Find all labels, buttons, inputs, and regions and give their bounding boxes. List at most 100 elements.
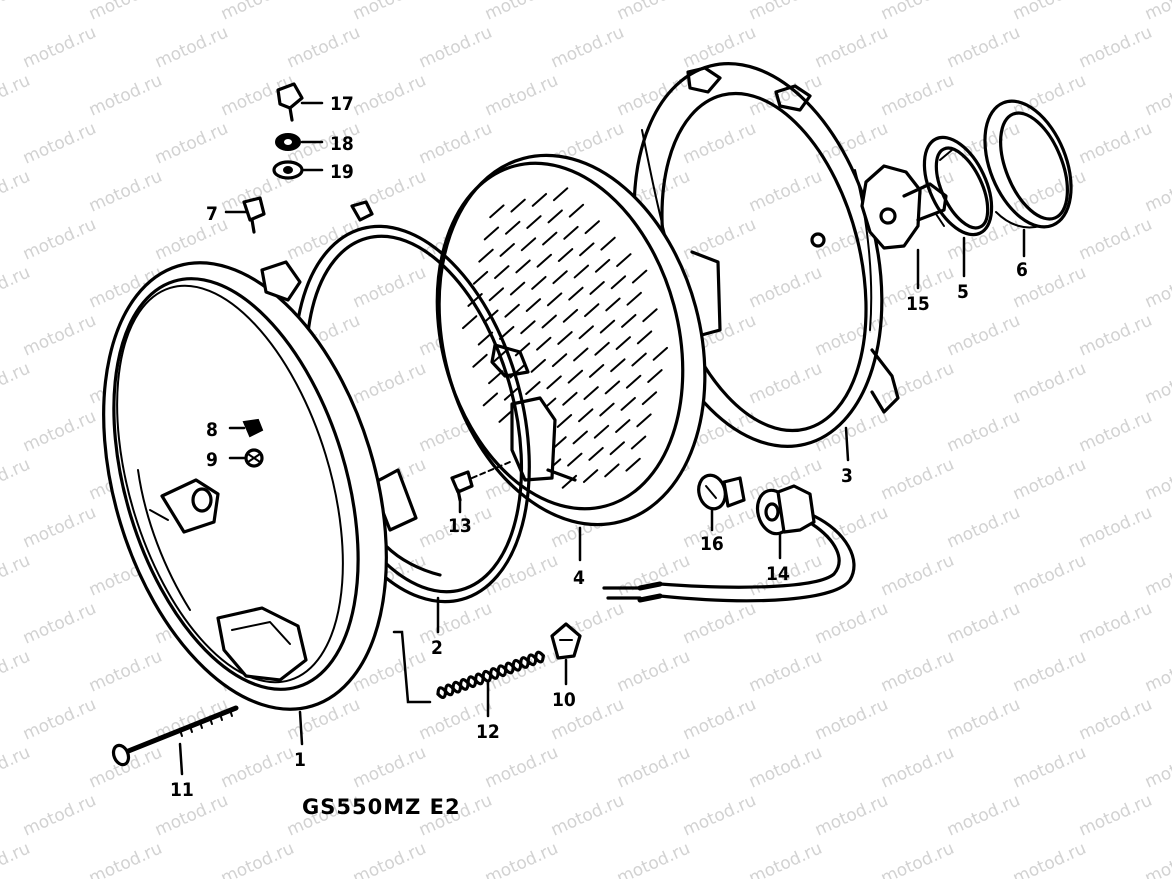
watermark-text: motod.ru <box>20 599 99 649</box>
lens-flute <box>514 342 531 357</box>
watermark-text: motod.ru <box>548 791 627 841</box>
watermark-text: motod.ru <box>350 263 429 313</box>
lens-flute <box>562 308 579 323</box>
lens-flute <box>536 253 552 268</box>
watermark-text: motod.ru <box>746 743 825 793</box>
watermark-text: motod.ru <box>416 23 495 73</box>
lens-flute <box>579 242 595 257</box>
rubber-cover-part-6 <box>983 99 1073 229</box>
watermark-text: motod.ru <box>1076 23 1155 73</box>
lens-flute <box>642 308 658 323</box>
lens-flute <box>600 236 616 251</box>
watermark-text: motod.ru <box>1010 647 1089 697</box>
watermark-text: motod.ru <box>482 743 561 793</box>
callout-7: 7 <box>206 203 218 225</box>
watermark-text: motod.ru <box>812 407 891 457</box>
lens-flute <box>567 452 583 467</box>
lens-flute <box>588 446 604 461</box>
washer-part-19 <box>272 160 324 180</box>
lens-flute <box>461 315 478 330</box>
watermark-text: motod.ru <box>680 791 759 841</box>
callout-15: 15 <box>906 293 930 315</box>
watermark-text: motod.ru <box>350 359 429 409</box>
watermark-text: motod.ru <box>86 0 165 25</box>
callout-19: 19 <box>330 161 354 183</box>
lens-flute <box>515 259 531 274</box>
watermark-text: motod.ru <box>20 119 99 169</box>
lens-flute <box>557 331 573 345</box>
watermark-text: motod.ru <box>20 503 99 553</box>
nut-part-10 <box>550 622 582 660</box>
watermark-text: motod.ru <box>1142 71 1172 121</box>
watermark-text: motod.ru <box>416 599 495 649</box>
lens-flute <box>594 258 611 273</box>
lens-flute <box>584 303 600 318</box>
watermark-text: motod.ru <box>0 551 33 601</box>
watermark-text: motod.ru <box>218 743 297 793</box>
watermark-text: motod.ru <box>812 503 891 553</box>
lens-flute <box>563 225 579 240</box>
lens-flute <box>546 375 562 390</box>
watermark-text: motod.ru <box>680 695 759 745</box>
watermark-text: motod.ru <box>878 647 957 697</box>
lens-flute <box>616 253 632 268</box>
lens-flute <box>578 325 594 340</box>
watermark-text: motod.ru <box>350 0 429 25</box>
watermark-text: motod.ru <box>20 695 99 745</box>
lens-flute <box>489 204 505 219</box>
lens-flute <box>582 469 599 484</box>
watermark-text: motod.ru <box>614 743 693 793</box>
lens-flute <box>610 358 626 373</box>
watermark-text: motod.ru <box>152 215 231 265</box>
lens-flute <box>531 192 548 207</box>
watermark-text: motod.ru <box>614 647 693 697</box>
screw-part-8 <box>228 418 264 438</box>
lens-flute <box>520 237 537 252</box>
watermark-text: motod.ru <box>878 743 957 793</box>
watermark-text: motod.ru <box>86 647 165 697</box>
watermark-text: motod.ru <box>152 23 231 73</box>
watermark-text: motod.ru <box>1142 167 1172 217</box>
lens-flute <box>478 248 494 263</box>
callout-numbers: 1 2 3 4 5 6 7 8 9 10 11 12 13 14 15 16 1… <box>170 93 1028 801</box>
watermark-text: motod.ru <box>1076 215 1155 265</box>
model-label: GS550MZ E2 <box>302 795 461 819</box>
lens-flute <box>541 314 557 329</box>
lens-flute <box>531 275 547 290</box>
watermark-text: motod.ru <box>812 791 891 841</box>
watermark-text: motod.ru <box>1142 359 1172 409</box>
lens-flute <box>631 352 647 367</box>
lens-flute <box>494 265 510 280</box>
callout-1: 1 <box>294 749 306 771</box>
watermark-text: motod.ru <box>680 119 759 169</box>
callout-11: 11 <box>170 779 194 801</box>
watermark-text: motod.ru <box>746 0 825 25</box>
callout-17: 17 <box>330 93 354 115</box>
lens-flute <box>561 474 578 489</box>
lens-flute <box>510 198 526 213</box>
watermark-text: motod.ru <box>944 791 1023 841</box>
callout-3: 3 <box>841 465 853 487</box>
lens-flute <box>626 291 642 306</box>
lens-flute <box>578 408 594 423</box>
watermark-text: motod.ru <box>284 23 363 73</box>
watermark-text: motod.ru <box>878 839 957 879</box>
watermark-text: motod.ru <box>746 263 825 313</box>
watermark-text: motod.ru <box>614 551 693 601</box>
lens-flute <box>499 243 515 257</box>
lens-flute <box>526 215 542 230</box>
watermark-text: motod.ru <box>878 0 957 25</box>
watermark-text: motod.ru <box>20 215 99 265</box>
watermark-text: motod.ru <box>1076 791 1155 841</box>
lens-flute <box>610 275 627 290</box>
lens-flute <box>641 391 658 406</box>
watermark-text: motod.ru <box>0 0 33 25</box>
watermark-text: motod.ru <box>20 407 99 457</box>
watermark-text: motod.ru <box>0 743 33 793</box>
lens-flute <box>568 286 584 301</box>
watermark-text: motod.ru <box>350 743 429 793</box>
watermark-text: motod.ru <box>1076 119 1155 169</box>
watermark-text: motod.ru <box>1142 455 1172 505</box>
watermark-text: motod.ru <box>1142 839 1172 879</box>
adjusting-spring-part-12 <box>392 630 545 704</box>
